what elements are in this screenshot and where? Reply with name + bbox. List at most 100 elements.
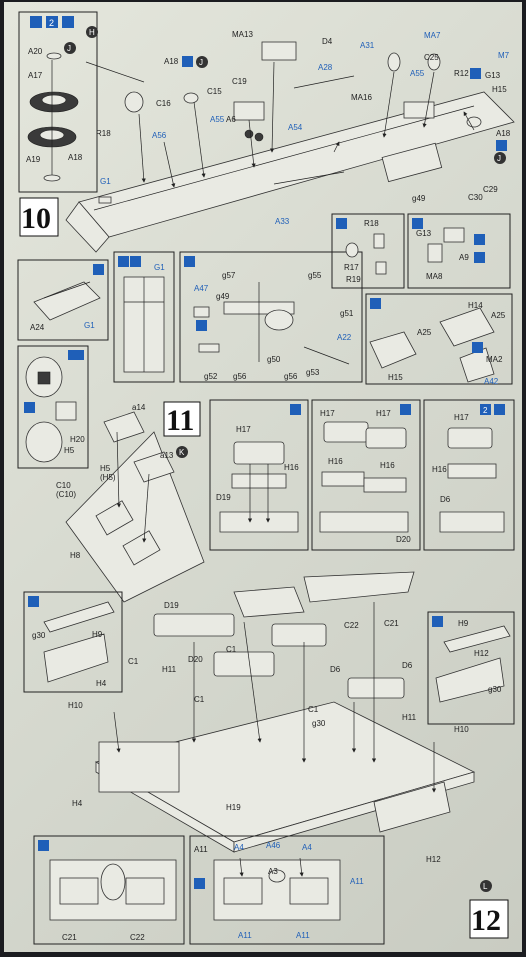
cement-icon [474,234,485,245]
label: A24 [30,323,45,332]
step-10-badge [19,197,59,237]
part-a20 [46,52,62,60]
inset-h14: H14 A25 A25 H15 MA2 A42 [365,293,513,386]
cement-icon [62,16,74,28]
label: H16 [432,465,447,474]
label: H17 [236,425,251,434]
inset-vision-block-a: H17 H16 D19 [209,399,309,551]
label: H11 [162,665,177,674]
glue-icon [412,218,423,229]
step11-main-labels: D19 C1 C22 C21 D20 C1 H11 C1 D6 D6 H10 C… [68,601,469,864]
label: A25 [417,328,432,337]
circle-marker-k [176,446,188,458]
inset-g1-side: G1 [113,251,175,383]
label: G1 [100,177,111,186]
circle-marker-l [480,880,492,892]
label: g55 [308,271,322,280]
label: H16 [380,461,395,470]
label: H12 [426,855,441,864]
marker-k-label: K [179,448,185,457]
label: A22 [337,333,352,342]
label: A11 [238,931,252,940]
label: A54 [288,123,303,132]
label: C22 [130,933,145,942]
label: C22 [344,621,359,630]
label: H17 [454,413,469,422]
label: A55 [410,69,425,78]
label: H17 [376,409,391,418]
circle-marker-j [494,152,506,164]
label: D20 [188,655,203,664]
label: A18 [164,57,179,66]
label: C15 [207,87,222,96]
step-11-badge [163,401,201,437]
label: g52 [204,372,218,381]
inset-g13: G13 A9 MA8 [407,213,511,289]
inset-g1-a24: A24 G1 [17,259,109,341]
label: A46 [266,841,281,850]
label: H14 [468,301,483,310]
paint-icon [68,350,84,360]
label: g51 [340,309,354,318]
label: H15 [388,373,403,382]
label: H19 [226,803,241,812]
inset-periscope: H20 H5 [17,345,89,469]
label: g30 [488,685,502,694]
label: G13 [416,229,432,238]
label-a19: A19 [26,155,41,164]
cement-icon [472,342,483,353]
inset-h9-left: g30 H9 H4 [23,591,123,693]
label: A4 [302,843,312,852]
inset-vision-block-b: H17 H17 H16 H16 D20 [311,399,421,551]
glue-icon [496,140,507,151]
label: MA2 [486,355,503,364]
label: H10 [454,725,469,734]
label: D6 [440,495,451,504]
label: C1 [128,657,139,666]
label: g49 [412,194,426,203]
glue-icon [93,264,104,275]
label: C21 [62,933,77,942]
step10-labels: A18 J MA13 D4 A31 MA7 C25 M7 R12 G13 A28… [96,30,511,226]
label: A3 [268,867,278,876]
label: R19 [346,275,361,284]
glue-icon [182,56,193,67]
label: C21 [384,619,399,628]
label: R17 [344,263,359,272]
instruction-sheet: 2 H J A20 A17 A19 A18 [4,2,522,952]
label: A9 [459,253,469,262]
label: R12 [454,69,469,78]
label: C1 [226,645,237,654]
label: H16 [284,463,299,472]
label: M7 [498,51,510,60]
glue-icon [118,256,129,267]
repeat-icon [46,16,58,28]
label: H12 [474,649,489,658]
label: MA13 [232,30,253,39]
label: C29 [483,185,498,194]
label: D19 [216,493,231,502]
label: (C10) [56,490,76,499]
label: MA8 [426,272,443,281]
label: (H5) [100,473,116,482]
circle-marker-h [86,26,98,38]
label: D4 [322,37,333,46]
label: H9 [92,630,103,639]
inset-r18: R18 R17 R19 [331,213,405,289]
label: C30 [468,193,483,202]
label: C10 [56,481,71,490]
label: a14 [132,403,146,412]
label: C25 [424,53,439,62]
label: H11 [402,713,417,722]
label: MA16 [351,93,372,102]
label: g50 [267,355,281,364]
label: G13 [485,71,501,80]
label: H8 [70,551,81,560]
label: a13 [160,451,174,460]
repeat-icon [480,404,491,415]
label: g30 [312,719,326,728]
part-d4 [261,41,297,61]
label: H20 [70,435,85,444]
marker-h-label: H [89,28,95,37]
inset-vision-block-c: 2 H17 H16 D6 [423,399,515,551]
